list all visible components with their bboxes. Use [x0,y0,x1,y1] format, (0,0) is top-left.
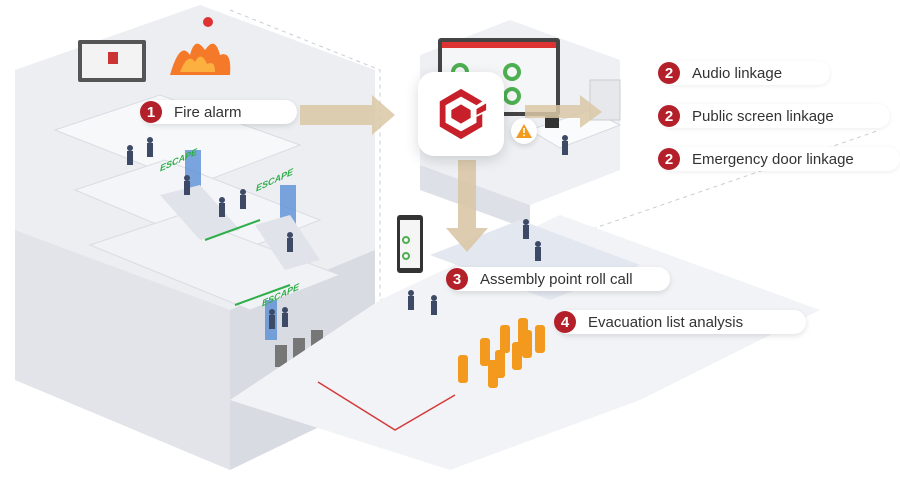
arrow-right-icon [300,95,395,135]
step-number-badge: 2 [658,105,680,127]
dashboard-header [442,42,556,48]
step-audio-linkage: 2 Audio linkage [658,61,830,85]
dashed-boundary [229,9,381,300]
step-evacuation-list-analysis: 4 Evacuation list analysis [554,310,806,334]
desk-monitor [545,116,559,128]
donut-chart [503,87,521,105]
terminal-chart [402,252,410,260]
step-label: Public screen linkage [692,107,834,125]
staircase [160,185,240,240]
step-label: Assembly point roll call [480,270,633,288]
step-number-badge: 2 [658,62,680,84]
step-label: Audio linkage [692,64,783,82]
firefighters [458,318,545,388]
evacuating-people [127,135,568,329]
step-fire-alarm: 1 Fire alarm [140,100,297,124]
arrow-right-icon [525,95,602,128]
platform-logo-icon [439,88,487,140]
step-number-badge: 1 [140,101,162,123]
siren-icon [203,17,213,27]
terminal-chart [402,236,410,244]
step-label: Evacuation list analysis [588,313,744,331]
donut-chart [503,63,521,81]
step-emergency-door-linkage: 2 Emergency door linkage [658,147,900,171]
step-assembly-point-roll-call: 3 Assembly point roll call [446,267,670,291]
terminal-screen [400,220,420,268]
building-front-wall [15,230,230,470]
warning-icon [511,118,537,144]
turnstile [275,345,287,367]
escape-route [204,219,261,241]
floor-1 [88,214,342,311]
platform-logo-card[interactable] [418,72,504,156]
alert-badge [108,52,118,64]
red-route [317,381,456,431]
step-label: Emergency door linkage [692,150,854,168]
escape-door [280,185,296,225]
step-number-badge: 4 [554,311,576,333]
flame-inner [180,56,215,72]
step-public-screen-linkage: 2 Public screen linkage [658,104,890,128]
step-number-badge: 3 [446,268,468,290]
arrow-down-icon [446,160,488,252]
step-label: Fire alarm [174,103,242,121]
step-number-badge: 2 [658,148,680,170]
escape-route [234,284,291,306]
